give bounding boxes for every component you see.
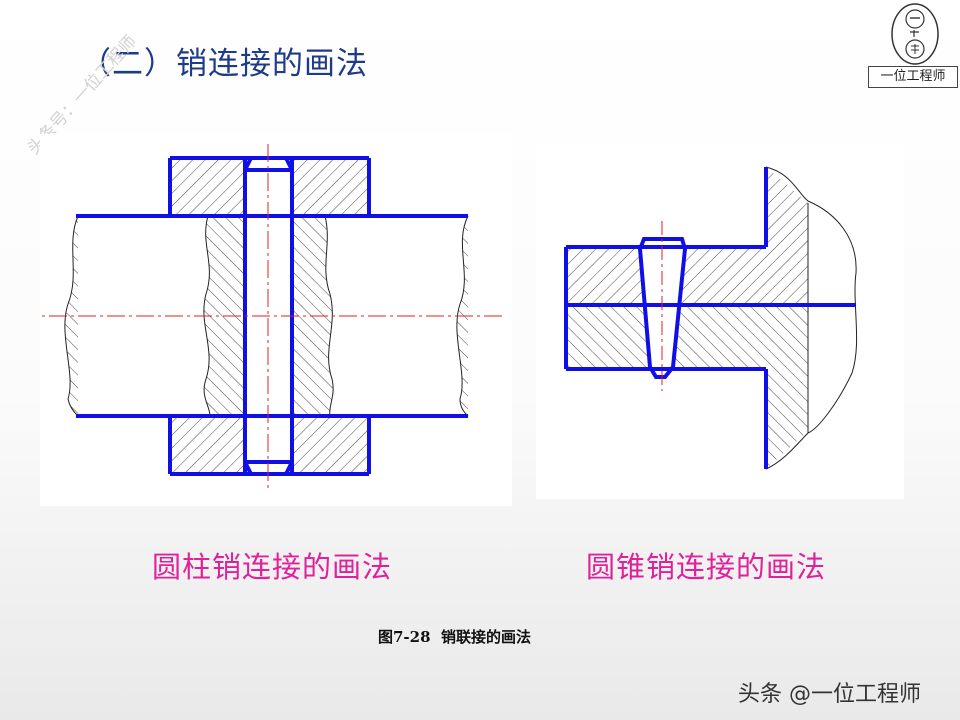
- section-hatch: [568, 167, 808, 469]
- cylindrical-pin-figure: [40, 134, 512, 506]
- figure-caption-taper: 圆锥销连接的画法: [586, 550, 827, 584]
- slide-title: （二）销连接的画法: [80, 46, 368, 82]
- logo-seal-icon: [891, 3, 939, 65]
- figure-number-caption: 图7-28 销联接的画法: [378, 628, 531, 646]
- break-line: [765, 166, 858, 470]
- outline: [564, 167, 856, 469]
- logo: 一位工程师: [868, 2, 958, 88]
- hub-section: [170, 158, 369, 474]
- taper-pin-drawing: [564, 166, 858, 470]
- break-lines: [64, 215, 469, 417]
- footer-attribution: 头条 @一位工程师: [738, 682, 921, 707]
- center-lines: [40, 144, 502, 490]
- cylindrical-pin-drawing: [40, 144, 502, 490]
- taper-pin-figure: [536, 143, 904, 499]
- logo-caption: 一位工程师: [868, 66, 958, 88]
- outline: [76, 156, 468, 476]
- figure-caption-cylindrical: 圆柱销连接的画法: [152, 550, 393, 584]
